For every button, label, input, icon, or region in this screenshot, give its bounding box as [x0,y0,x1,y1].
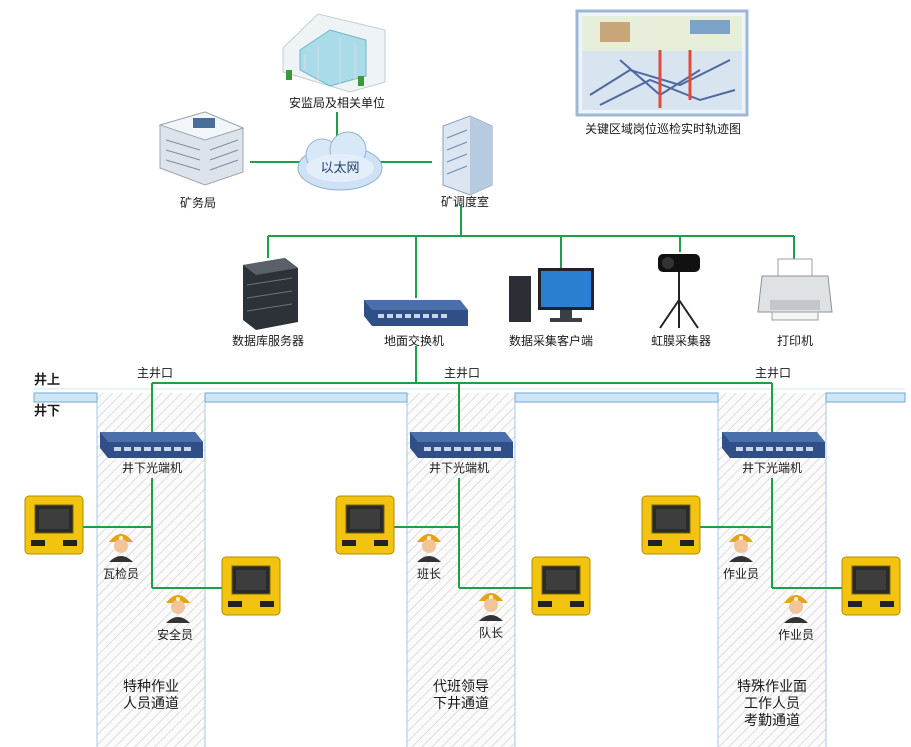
dispatch-room-label: 矿调度室 [440,195,490,209]
network-switch-icon [364,300,468,326]
iris-camera-icon [658,254,700,329]
trajectory-map-label: 关键区域岗位巡检实时轨迹图 [584,122,742,136]
printer-label: 打印机 [776,334,814,348]
worker-label-6: 作业员 [777,628,815,642]
safety-bureau-label: 安监局及相关单位 [288,96,386,110]
optical-terminal-label-1: 井下光端机 [121,461,183,475]
server-icon [243,258,298,330]
card-reader-icon [335,495,395,555]
ethernet-label: 以太网 [320,161,360,176]
below-ground-label: 井下 [34,404,61,419]
miner-icon [479,593,503,621]
office-building-icon [158,111,245,186]
passage-label-1: 特种作业 人员通道 [123,679,179,712]
card-reader-icon [641,495,701,555]
miner-icon [109,534,133,562]
miner-icon [784,595,808,623]
desktop-computer-icon [509,268,594,322]
worker-group [109,534,808,623]
card-reader-icon [24,495,84,555]
mining-bureau-label: 矿务局 [179,196,217,210]
card-reader-icon [221,556,281,616]
passage-label-3: 特殊作业面 工作人员 考勤通道 [737,679,807,729]
optical-terminal-group [100,432,825,458]
shaft-mouth-label-2: 主井口 [443,366,481,380]
card-reader-group [24,495,901,616]
worker-label-2: 安全员 [156,628,194,642]
worker-label-4: 队长 [478,626,504,640]
printer-icon [757,258,833,321]
above-ground-label: 井上 [34,373,61,388]
worker-label-5: 作业员 [722,567,760,581]
trajectory-map-thumbnail [575,9,749,117]
optical-terminal-icon [100,432,203,458]
optical-terminal-icon [410,432,513,458]
worker-label-3: 班长 [416,567,442,581]
cloud-icon [297,131,383,191]
ground-switch-label: 地面交换机 [383,334,445,348]
miner-icon [417,534,441,562]
tower-building-icon [442,115,493,196]
db-server-label: 数据库服务器 [231,334,305,348]
optical-terminal-label-2: 井下光端机 [428,461,490,475]
passage-label-2: 代班领导 下井通道 [433,679,489,712]
miner-icon [729,534,753,562]
optical-terminal-icon [722,432,825,458]
iris-collector-label: 虹膜采集器 [650,334,712,348]
client-label: 数据采集客户端 [508,334,594,348]
worker-label-1: 瓦检员 [102,567,140,581]
optical-terminal-label-3: 井下光端机 [741,461,803,475]
ground-surface [33,392,906,403]
green-links [82,112,842,589]
card-reader-icon [531,556,591,616]
shaft-mouth-label-3: 主井口 [754,366,792,380]
card-reader-icon [841,556,901,616]
building-icon [282,13,386,93]
shaft-mouth-label-1: 主井口 [136,366,174,380]
miner-icon [166,595,190,623]
